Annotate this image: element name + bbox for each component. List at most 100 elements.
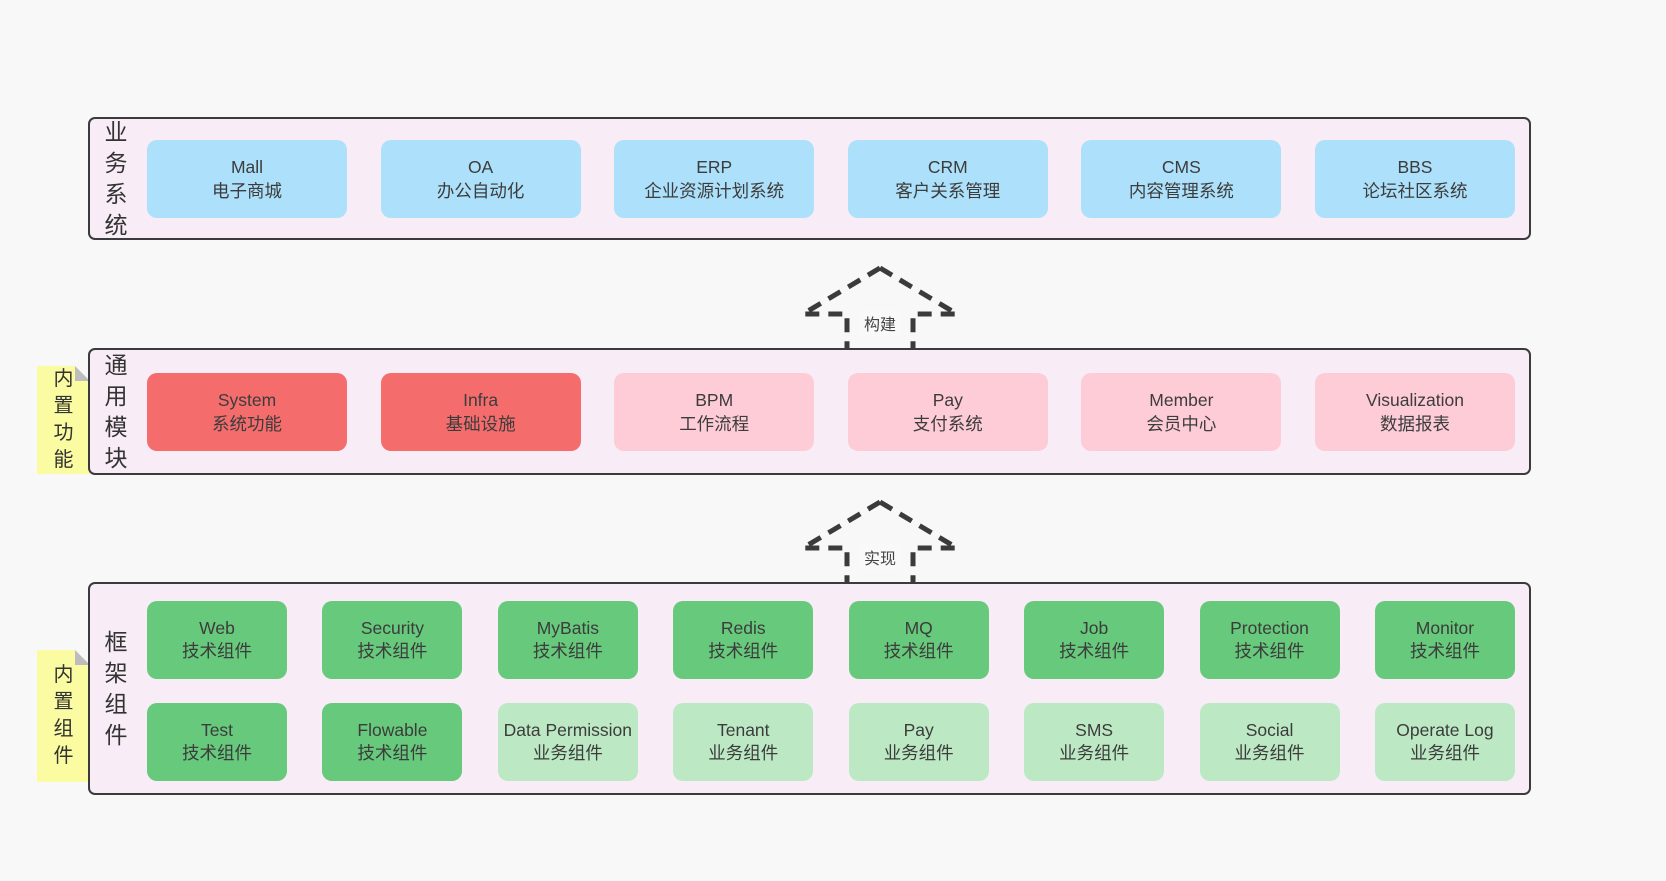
- node-desc: 技术组件: [182, 743, 252, 763]
- node-name: Member: [1149, 389, 1214, 410]
- node-desc: 业务组件: [883, 743, 954, 763]
- implement-arrow-label: 实现: [859, 544, 901, 570]
- panel-components-label: 框架组件: [104, 628, 128, 748]
- panel-common-modules: 通用模块 System 系统功能 Infra 基础设施 BPM 工作流程 Pay…: [88, 348, 1531, 475]
- node-desc: 业务组件: [1409, 743, 1480, 763]
- node-name: Job: [1080, 618, 1109, 638]
- node-desc: 技术组件: [1234, 641, 1305, 661]
- panel-framework-components: 框架组件 Web 技术组件 Security 技术组件 MyBatis 技术组件…: [88, 582, 1531, 795]
- node-desc: 业务组件: [532, 743, 603, 763]
- note-fold-corner: [75, 650, 90, 665]
- dashed-up-arrow-icon: [795, 498, 965, 582]
- node-name: System: [217, 389, 277, 410]
- node-name: Monitor: [1415, 618, 1475, 638]
- node-desc: 技术组件: [1409, 641, 1480, 661]
- node-desc: 技术组件: [1059, 641, 1130, 661]
- node-name: CMS: [1161, 156, 1201, 177]
- node-bpm: BPM 工作流程: [614, 372, 815, 451]
- node-desc: 会员中心: [1146, 413, 1217, 434]
- node-redis: Redis 技术组件: [673, 601, 814, 679]
- node-operate-log: Operate Log 业务组件: [1374, 703, 1515, 781]
- node-name: ERP: [696, 156, 733, 177]
- node-desc: 基础设施: [445, 413, 516, 434]
- node-name: OA: [467, 156, 494, 177]
- node-name: Redis: [720, 618, 766, 638]
- node-name: Security: [360, 618, 425, 638]
- note-fold-corner: [75, 366, 90, 381]
- node-name: BBS: [1397, 156, 1433, 177]
- node-desc: 数据报表: [1379, 413, 1450, 434]
- node-bbs: BBS 论坛社区系统: [1314, 139, 1515, 218]
- note-built-in-components: 内置组件: [37, 650, 90, 782]
- node-name: BPM: [695, 389, 734, 410]
- node-name: Web: [199, 618, 235, 638]
- node-mybatis: MyBatis 技术组件: [497, 601, 638, 679]
- node-job: Job 技术组件: [1024, 601, 1165, 679]
- node-oa: OA 办公自动化: [380, 139, 581, 218]
- node-flowable: Flowable 技术组件: [322, 703, 463, 781]
- business-boxes-row: Mall 电子商城 OA 办公自动化 ERP 企业资源计划系统 CRM 客户关系…: [147, 119, 1515, 238]
- node-desc: 支付系统: [912, 413, 983, 434]
- node-social: Social 业务组件: [1199, 703, 1340, 781]
- note-built-in-features: 内置功能: [37, 366, 90, 474]
- build-arrow-label: 构建: [859, 310, 901, 336]
- components-row-2: Test 技术组件 Flowable 技术组件 Data Permission …: [147, 703, 1515, 781]
- node-visualization: Visualization 数据报表: [1314, 372, 1515, 451]
- node-name: Data Permission: [503, 720, 633, 740]
- node-mall: Mall 电子商城: [147, 139, 347, 218]
- components-boxes-grid: Web 技术组件 Security 技术组件 MyBatis 技术组件 Redi…: [147, 601, 1515, 781]
- node-tenant: Tenant 业务组件: [673, 703, 814, 781]
- node-name: Tenant: [716, 720, 770, 740]
- node-monitor: Monitor 技术组件: [1374, 601, 1515, 679]
- node-protection: Protection 技术组件: [1199, 601, 1340, 679]
- implement-arrow: 实现: [795, 498, 965, 582]
- node-pay-module: Pay 支付系统: [847, 372, 1048, 451]
- node-desc: 业务组件: [1059, 743, 1130, 763]
- node-system: System 系统功能: [147, 372, 347, 451]
- dashed-up-arrow-icon: [795, 264, 965, 348]
- node-desc: 业务组件: [1234, 743, 1305, 763]
- node-desc: 业务组件: [708, 743, 779, 763]
- node-desc: 电子商城: [212, 180, 282, 201]
- note-text: 内置功能: [53, 368, 74, 471]
- panel-business-systems: 业务系统 Mall 电子商城 OA 办公自动化 ERP 企业资源计划系统 CRM…: [88, 117, 1531, 240]
- note-text: 内置组件: [53, 664, 74, 767]
- node-name: MyBatis: [536, 618, 599, 638]
- node-desc: 技术组件: [708, 641, 779, 661]
- node-infra: Infra 基础设施: [380, 372, 581, 451]
- node-name: CRM: [927, 156, 968, 177]
- node-data-permission: Data Permission 业务组件: [497, 703, 638, 781]
- node-web: Web 技术组件: [147, 601, 287, 679]
- panel-modules-label: 通用模块: [104, 351, 128, 471]
- node-security: Security 技术组件: [322, 601, 463, 679]
- node-name: Protection: [1230, 618, 1309, 638]
- node-desc: 工作流程: [679, 413, 750, 434]
- node-member: Member 会员中心: [1081, 372, 1282, 451]
- panel-business-label: 业务系统: [104, 118, 128, 238]
- node-desc: 技术组件: [182, 641, 252, 661]
- node-desc: 内容管理系统: [1128, 180, 1234, 201]
- node-desc: 办公自动化: [436, 180, 525, 201]
- node-mq: MQ 技术组件: [848, 601, 989, 679]
- node-test: Test 技术组件: [147, 703, 287, 781]
- node-name: SMS: [1075, 720, 1114, 740]
- node-name: Social: [1245, 720, 1294, 740]
- node-desc: 技术组件: [532, 641, 603, 661]
- node-desc: 系统功能: [212, 413, 282, 434]
- node-name: Pay: [903, 720, 934, 740]
- node-desc: 论坛社区系统: [1362, 180, 1468, 201]
- node-name: Mall: [230, 156, 264, 177]
- node-name: MQ: [904, 618, 933, 638]
- node-name: Infra: [463, 389, 499, 410]
- node-desc: 技术组件: [357, 641, 428, 661]
- node-cms: CMS 内容管理系统: [1081, 139, 1282, 218]
- node-erp: ERP 企业资源计划系统: [614, 139, 815, 218]
- node-name: Visualization: [1366, 389, 1464, 410]
- node-pay-component: Pay 业务组件: [848, 703, 989, 781]
- node-name: Test: [200, 720, 234, 740]
- components-row-1: Web 技术组件 Security 技术组件 MyBatis 技术组件 Redi…: [147, 601, 1515, 679]
- node-desc: 客户关系管理: [895, 180, 1001, 201]
- node-desc: 技术组件: [883, 641, 954, 661]
- node-desc: 技术组件: [357, 743, 428, 763]
